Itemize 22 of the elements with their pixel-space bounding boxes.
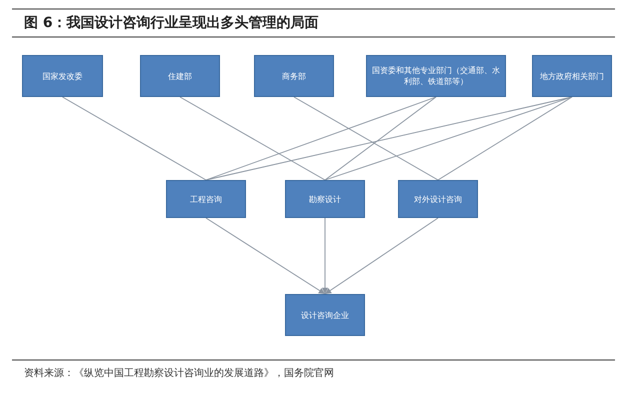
department-box: 地方政府相关部门 bbox=[532, 55, 612, 97]
connector-line bbox=[180, 96, 326, 180]
department-box: 勘察设计 bbox=[285, 180, 365, 218]
department-box: 商务部 bbox=[254, 55, 334, 97]
source-note: 资料来源：《纵览中国工程勘察设计咨询业的发展道路》，国务院官网 bbox=[24, 366, 334, 380]
connector-line bbox=[206, 96, 436, 180]
connector-line bbox=[206, 96, 572, 180]
department-box: 国家发改委 bbox=[22, 55, 103, 97]
connector-line bbox=[438, 96, 572, 180]
department-box: 国资委和其他专业部门（交通部、水利部、铁道部等） bbox=[366, 55, 506, 97]
department-box: 住建部 bbox=[140, 55, 220, 97]
connector-line bbox=[324, 96, 572, 180]
connector-line bbox=[322, 218, 328, 294]
connector-line bbox=[324, 96, 436, 180]
figure-title: 图 6：我国设计咨询行业呈现出多头管理的局面 bbox=[24, 14, 319, 32]
department-box: 设计咨询企业 bbox=[285, 294, 365, 336]
connector-line bbox=[324, 218, 438, 294]
department-box: 工程咨询 bbox=[166, 180, 246, 218]
connector-line bbox=[62, 96, 206, 180]
connector-line bbox=[206, 218, 326, 294]
department-box: 对外设计咨询 bbox=[398, 180, 478, 218]
connector-line bbox=[294, 96, 438, 180]
